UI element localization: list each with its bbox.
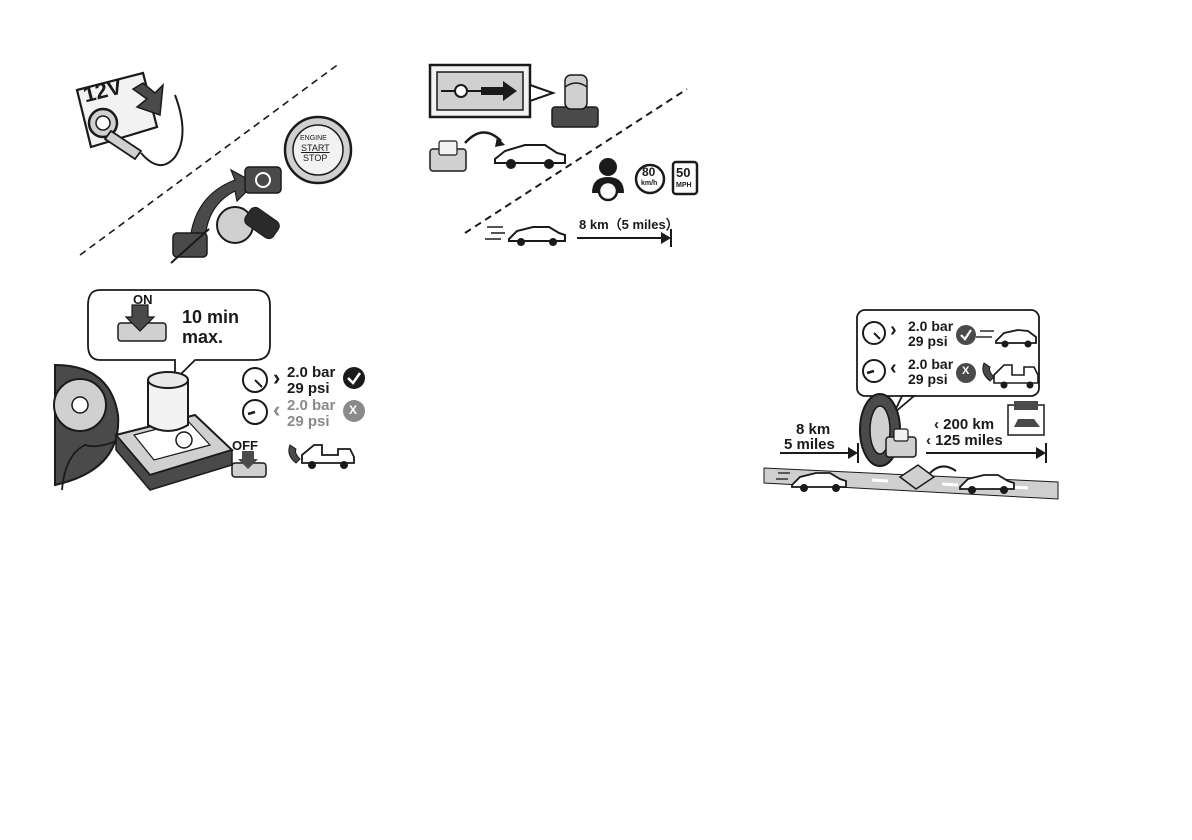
workshop-icon [1008,401,1044,435]
switch-off-icon [232,451,266,477]
key-icon [217,205,282,243]
distance-label: 8 km（5 miles） [579,218,679,232]
driver-icon [592,158,624,200]
gauge-low-icon [243,400,267,424]
gauge-low-icon [863,360,885,382]
panel-drive-instructions: 80 km/h 50 MPH 8 km（5 miles） [425,55,705,255]
pressure-ok-bar: 2.0 bar [287,365,335,381]
panel-inflate: ON 10 min max. › 2.0 bar 29 psi ‹ 2.0 ba… [50,285,370,495]
tyre-icon [54,365,118,485]
pressure-low-bar: 2.0 bar [287,398,335,414]
pressure-ok-bar: 2.0 bar [908,319,953,334]
start-button-text-engine: ENGINE [300,135,327,142]
speech-bubble [88,290,270,380]
panel-power-and-start: 12V ENGINE START STOP [55,55,365,270]
compressor-icon [430,141,466,171]
phone-icon [289,445,300,463]
gt-symbol: › [273,366,280,389]
moving-car-icon [485,227,565,246]
lt-symbol: ‹ [890,358,897,379]
lt-symbol: ‹ [273,398,280,421]
curved-arrow [465,132,501,143]
speed-kmh-value: 80 [642,166,655,179]
car-icon [495,145,565,169]
dist-right-miles: ‹ 125 miles [926,433,1003,449]
time-limit-line2: max. [182,328,223,347]
check-icon [343,367,365,389]
pressure-low-psi: 29 psi [287,414,330,430]
tow-truck-icon [302,445,354,469]
engine-warning-icon [245,167,281,193]
sealant-bottle-icon [552,75,598,127]
dist-right-km: ‹ 200 km [934,417,994,433]
pressure-ok-psi: 29 psi [287,381,330,397]
speed-mph-value: 50 [676,166,690,180]
speed-mph-unit: MPH [676,182,692,189]
check-icon [956,325,976,345]
switch-on-label: ON [133,293,153,307]
gt-symbol: › [890,320,897,341]
dist-left-miles: 5 miles [784,437,835,453]
switch-off-label: OFF [232,439,258,453]
gauge-icon [863,322,885,344]
speed-kmh-unit: km/h [641,180,657,187]
pressure-low-bar: 2.0 bar [908,357,953,372]
pressure-ok-psi: 29 psi [908,334,948,349]
x-symbol: X [962,366,969,378]
x-symbol: X [349,404,357,417]
sealant-bottle-icon [148,372,188,431]
time-limit-line1: 10 min [182,308,239,327]
engine-off-icon [171,229,209,263]
valve-slider-icon [430,65,530,117]
gauge-icon [243,368,267,392]
panel-check-pressure: › 2.0 bar 29 psi ‹ 2.0 bar 29 psi X 8 km… [762,305,1062,505]
start-button-text-stop: STOP [303,154,327,163]
pressure-low-psi: 29 psi [908,372,948,387]
